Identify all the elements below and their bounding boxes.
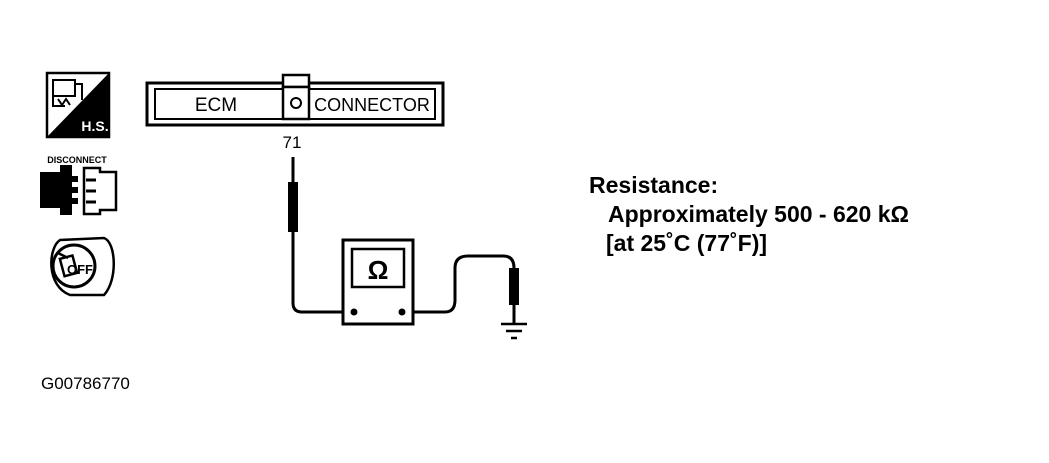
ignition-off-label: OFF [67, 262, 93, 277]
disconnect-label: DISCONNECT [47, 155, 107, 165]
ignition-key-off-icon: OFF [50, 236, 115, 297]
connector-disconnect-icon: DISCONNECT [40, 155, 118, 216]
connector-name-label: CONNECTOR [314, 95, 430, 115]
test-leads [291, 157, 516, 323]
figure-id: G00786770 [41, 374, 130, 393]
right-probe [509, 268, 519, 305]
resistance-spec: Resistance: Approximately 500 - 620 kΩ [… [589, 172, 909, 256]
hs-label: H.S. [81, 118, 108, 134]
ohm-symbol: Ω [368, 255, 389, 285]
spec-value: Approximately 500 - 620 kΩ [608, 201, 909, 227]
ecm-connector: ECM CONNECTOR [145, 73, 445, 127]
left-probe [288, 182, 298, 232]
pin-number-label: 71 [283, 133, 302, 152]
ground-icon [501, 322, 527, 340]
ohmmeter-icon: Ω [341, 238, 415, 326]
spec-condition: [at 25˚C (77˚F)] [606, 230, 767, 256]
hot-soak-icon: H.S. [45, 71, 111, 139]
spec-heading: Resistance: [589, 172, 718, 198]
connector-ecm-label: ECM [195, 95, 237, 116]
